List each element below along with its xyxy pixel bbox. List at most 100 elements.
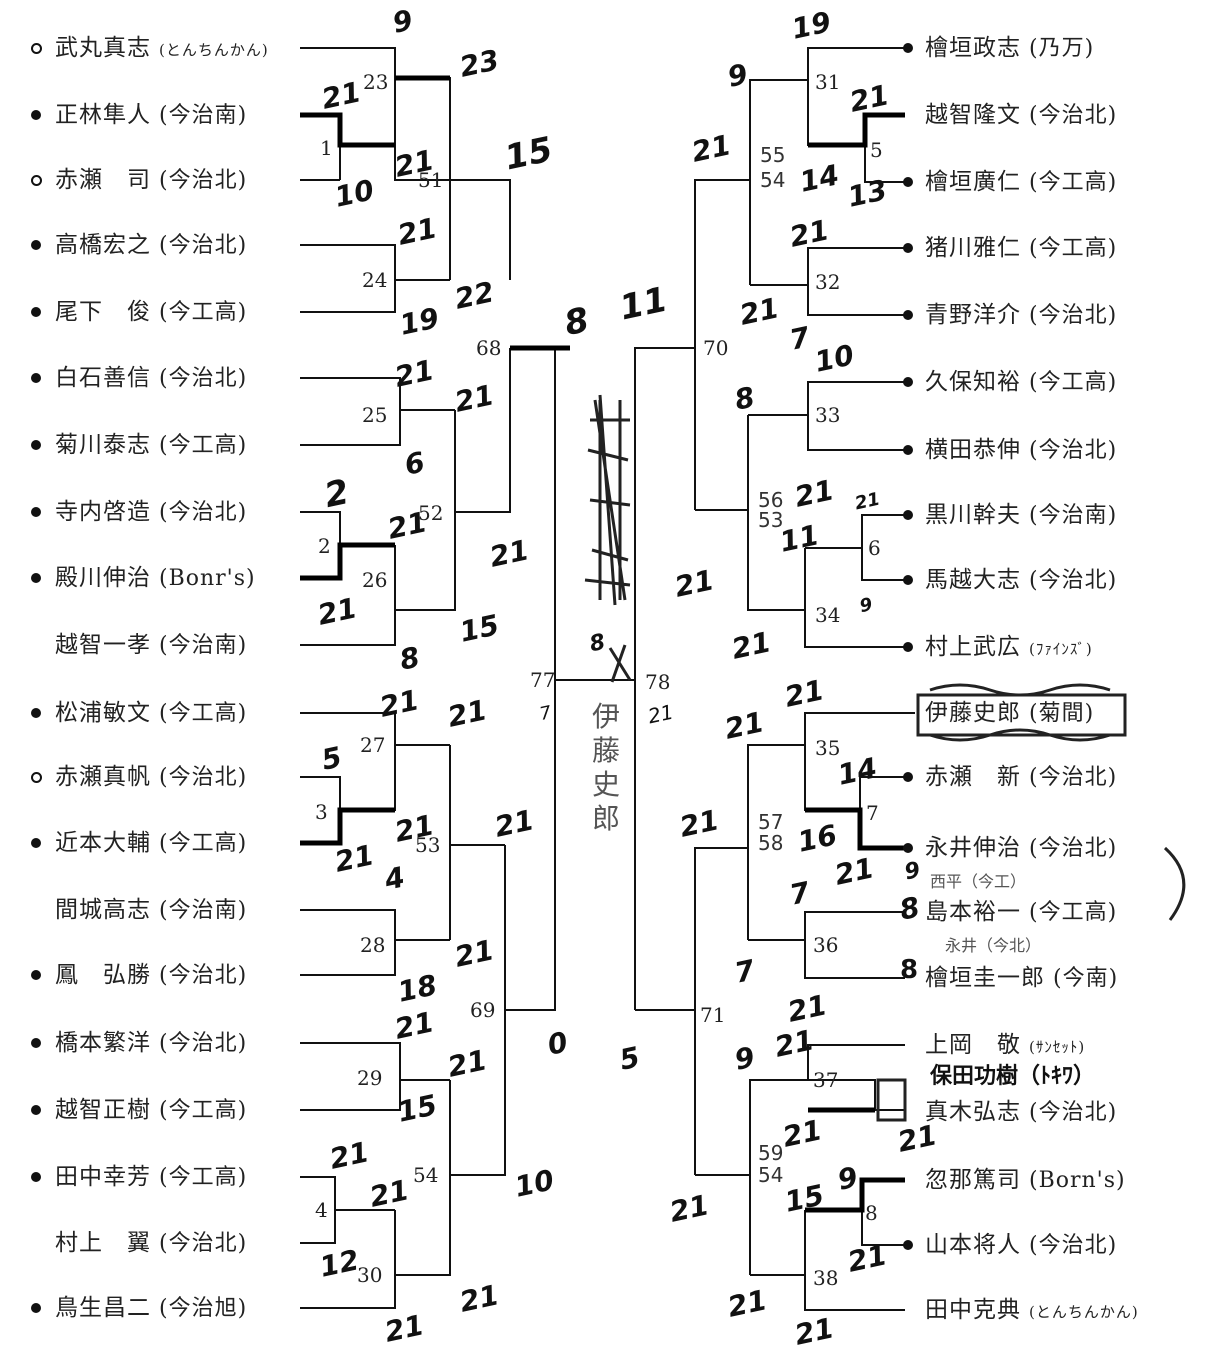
- handwritten-score: 10: [511, 1163, 557, 1204]
- match-number: 5: [870, 138, 883, 162]
- handwritten-score: 21: [384, 505, 430, 546]
- player-marker-icon: [31, 970, 41, 980]
- handwritten-score: 22: [451, 275, 497, 316]
- left-player-17: 越智正樹(今工高): [31, 1090, 247, 1130]
- match-number: 33: [815, 403, 841, 427]
- handwritten-score: 14: [834, 751, 880, 792]
- player-marker-icon: [903, 310, 913, 320]
- player-marker-icon: [31, 838, 41, 848]
- player-marker-icon: [31, 307, 41, 317]
- right-player-20: 田中克典(とんちんかん): [925, 1297, 1139, 1323]
- match-number: 34: [815, 603, 841, 627]
- right-player-2: 越智隆文(今治北): [925, 102, 1118, 128]
- handwritten-score: 21: [391, 1005, 437, 1046]
- handwritten-score: 21: [491, 803, 537, 844]
- player-marker-icon: [31, 1038, 41, 1048]
- match-number: 78: [645, 670, 671, 694]
- player-marker-icon: [903, 772, 913, 782]
- handwritten-score: 13: [844, 173, 890, 214]
- player-marker-icon: [903, 843, 913, 853]
- handwritten-score: 15: [456, 608, 502, 649]
- left-player-2: 正林隼人(今治南): [31, 95, 247, 135]
- match-number: 27: [360, 733, 386, 757]
- handwritten-score: 21: [676, 803, 722, 844]
- handwritten-pencil-name: 永井（今北）: [945, 936, 1042, 955]
- left-player-6: 白石善信(今治北): [31, 358, 247, 398]
- handwritten-score: 10: [811, 338, 857, 379]
- handwritten-score: 21: [786, 213, 832, 254]
- match-number: 28: [360, 933, 386, 957]
- handwritten-score: 21: [318, 75, 364, 116]
- player-marker-icon: [903, 377, 913, 387]
- match-number: 31: [815, 70, 841, 94]
- left-player-9: 殿川伸治(Bonr's): [31, 558, 256, 598]
- left-player-20: 鳥生昌二(今治旭): [31, 1288, 247, 1328]
- handwritten-score: 21: [376, 683, 422, 724]
- player-marker-icon: [31, 175, 42, 186]
- right-player-15: 檜垣圭一郎(今南): [925, 965, 1119, 991]
- right-player-10: 村上武広(ﾌｧｲﾝｽﾞ): [903, 627, 1093, 667]
- right-player-14: 島本裕一(今工高): [925, 899, 1118, 925]
- handwritten-score: 21: [784, 988, 830, 1029]
- handwritten-score: 21: [666, 1188, 712, 1229]
- handwritten-score: 14: [796, 158, 842, 199]
- handwritten-score: 8: [900, 955, 919, 985]
- left-player-19: 村上 翼(今治北): [55, 1230, 248, 1256]
- match-number: 4: [315, 1198, 328, 1222]
- handwritten-pencil-name: 西平（今工）: [930, 872, 1027, 891]
- handwritten-score: 21: [894, 1118, 940, 1159]
- player-marker-icon: [31, 1172, 41, 1182]
- handwritten-substitute-name: 保田功樹（ﾄｷﾜ）: [930, 1064, 1096, 1089]
- handwritten-score: 21: [451, 378, 497, 419]
- match-number: 32: [815, 270, 841, 294]
- handwritten-score: 10: [331, 173, 377, 214]
- center-vertical-name: 伊藤史郎: [592, 700, 621, 835]
- pencil-note: 56: [758, 488, 784, 512]
- player-marker-icon: [903, 445, 913, 455]
- match-number: 26: [362, 568, 388, 592]
- handwritten-score: 21: [671, 563, 717, 604]
- pencil-note: 54: [758, 1163, 784, 1187]
- player-marker-icon: [31, 507, 41, 517]
- player-marker-icon: [31, 43, 42, 54]
- left-player-13: 近本大輔(今工高): [31, 823, 247, 863]
- pencil-note: 58: [758, 831, 784, 855]
- handwritten-score: 21: [381, 1308, 427, 1349]
- left-player-5: 尾下 俊(今工高): [31, 292, 247, 332]
- left-player-11: 松浦敏文(今工高): [31, 693, 247, 733]
- pencil-note: 55: [760, 143, 786, 167]
- right-player-18: 忽那篤司(Born's): [925, 1167, 1126, 1193]
- player-marker-icon: [31, 240, 41, 250]
- handwritten-score: 21: [781, 673, 827, 714]
- player-marker-icon: [903, 43, 913, 53]
- match-number: 70: [703, 336, 729, 360]
- match-number: 69: [470, 998, 496, 1022]
- handwritten-score: 15: [781, 1178, 827, 1219]
- player-marker-icon: [31, 708, 41, 718]
- handwritten-score: 21: [645, 699, 676, 729]
- handwritten-score: 21: [444, 1043, 490, 1084]
- right-player-16: 上岡 敬(ｻﾝｾｯﾄ): [925, 1032, 1086, 1058]
- right-player-17: 真木弘志(今治北): [925, 1099, 1118, 1125]
- pencil-note: 57: [758, 810, 784, 834]
- player-marker-icon: [31, 373, 41, 383]
- handwritten-score: 21: [736, 291, 782, 332]
- player-marker-icon: [31, 1105, 41, 1115]
- handwritten-score: 15: [394, 1088, 440, 1129]
- player-marker-icon: [31, 573, 41, 583]
- match-number: 54: [413, 1163, 439, 1187]
- handwritten-score: 21: [391, 808, 437, 849]
- player-marker-icon: [903, 510, 913, 520]
- handwritten-score: 21: [486, 533, 532, 574]
- player-marker-icon: [31, 1303, 41, 1313]
- handwritten-score: 18: [394, 968, 440, 1009]
- handwritten-score: 21: [724, 1283, 770, 1324]
- right-player-9: 馬越大志(今治北): [903, 560, 1117, 600]
- pencil-note: 54: [760, 168, 786, 192]
- player-marker-icon: [903, 177, 913, 187]
- player-marker-icon: [903, 1240, 913, 1250]
- match-number: 68: [476, 336, 502, 360]
- left-player-3: 赤瀬 司(今治北): [31, 160, 247, 200]
